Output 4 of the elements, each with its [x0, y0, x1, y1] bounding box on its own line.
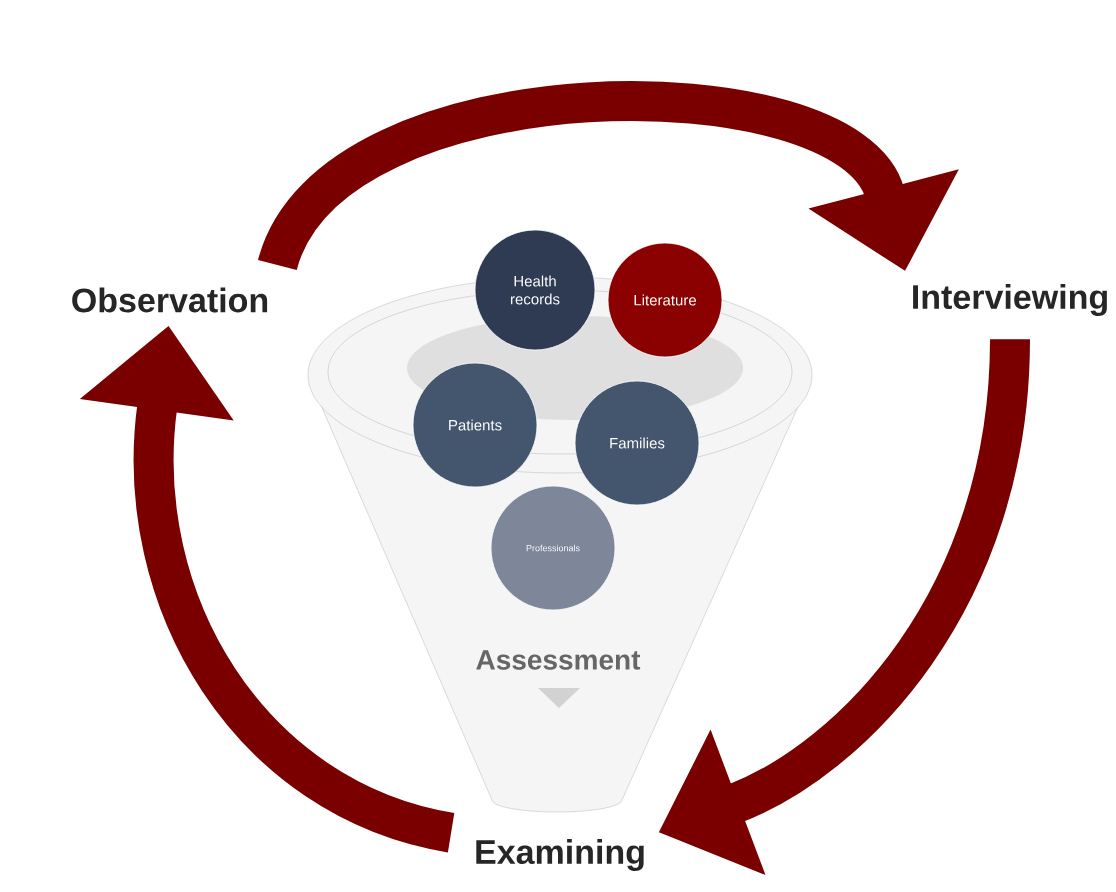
label: Observation [72, 287, 268, 313]
label: Examining [476, 839, 644, 871]
label: Interviewing [913, 284, 1107, 316]
curved-arrow [259, 81, 959, 274]
